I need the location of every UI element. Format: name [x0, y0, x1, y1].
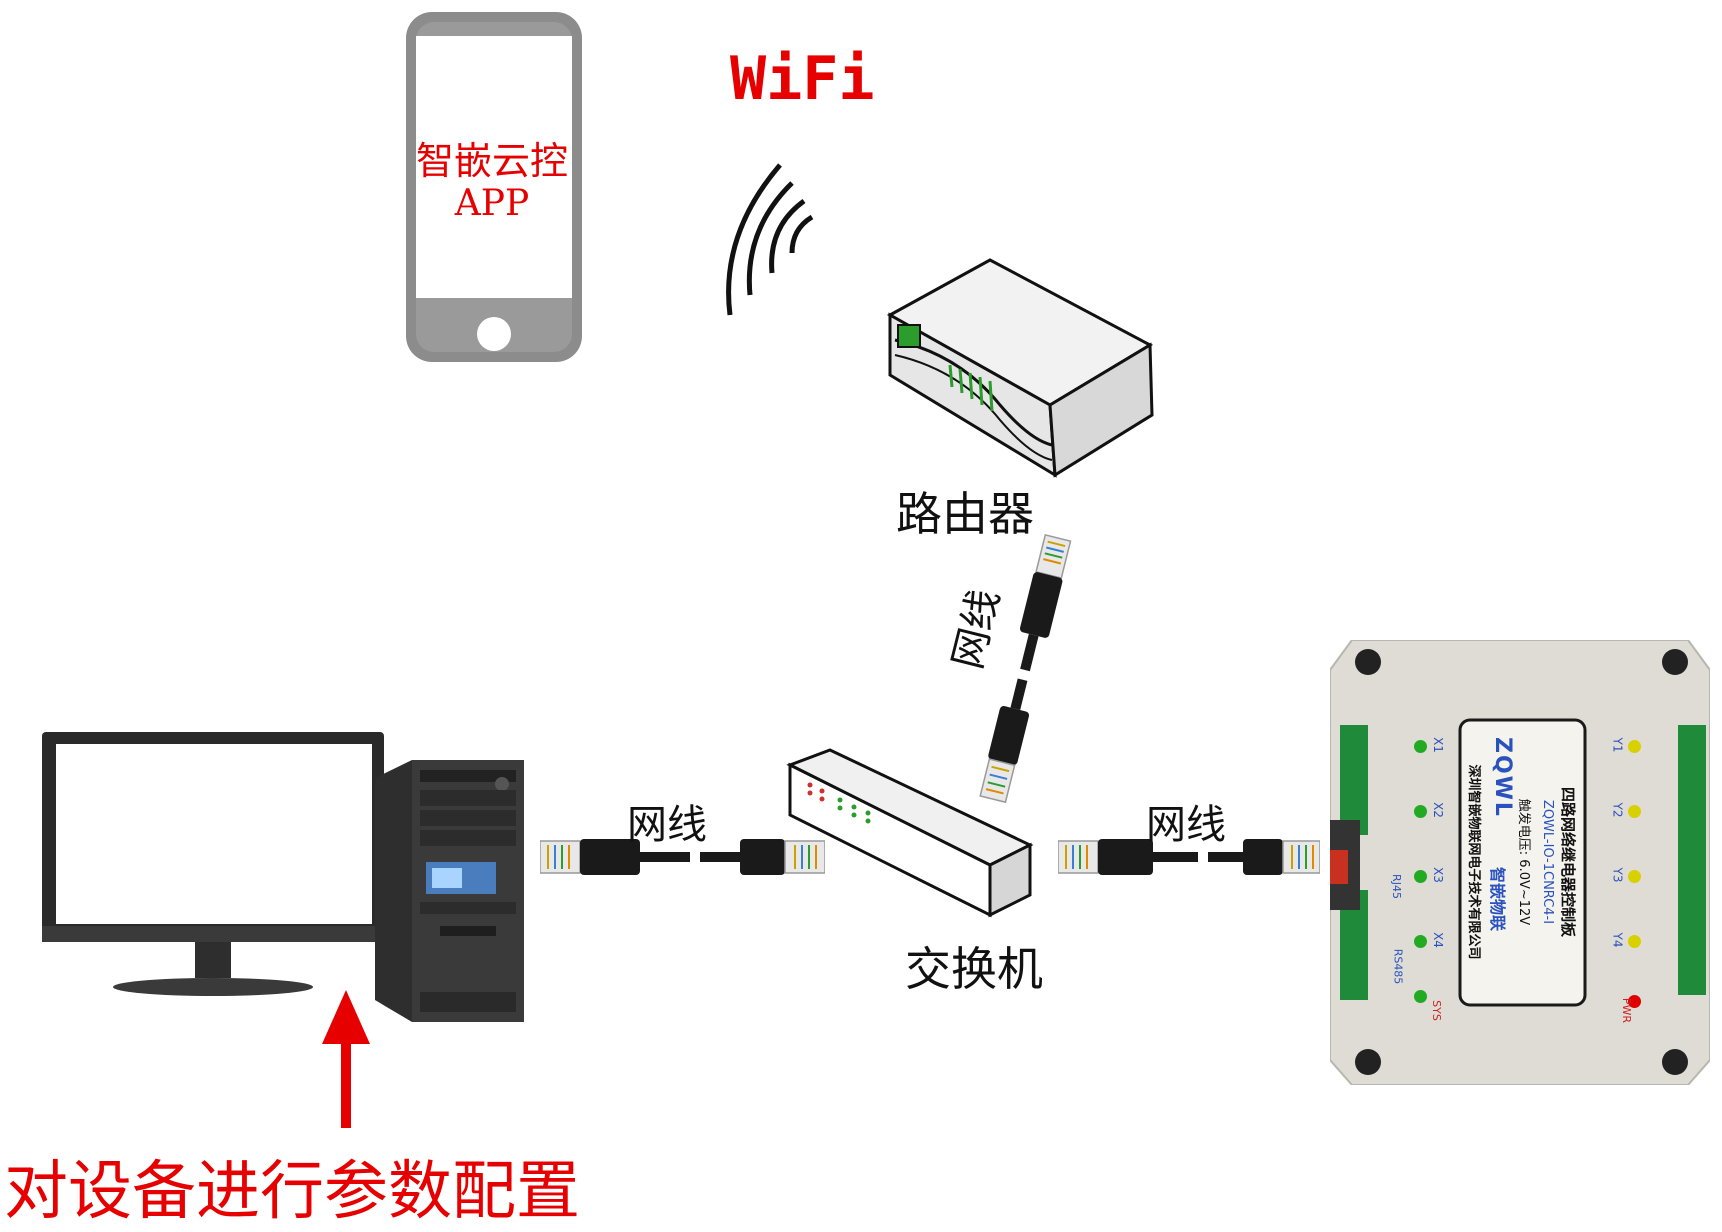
input-led-x3 — [1414, 870, 1427, 883]
output-label-y1: Y1 — [1610, 737, 1625, 753]
port-label-rj45: RJ45 — [1389, 874, 1403, 899]
output-led-y3 — [1628, 870, 1641, 883]
input-led-x1 — [1414, 740, 1427, 753]
board-company: 深圳智嵌物联网电子技术有限公司 — [1466, 764, 1481, 960]
switch-label: 交换机 — [905, 942, 1043, 996]
arrow-up-icon — [322, 990, 370, 1128]
cable-label-left: 网线 — [627, 802, 707, 848]
port-label-rs485: RS485 — [1391, 948, 1405, 985]
output-led-y2 — [1628, 805, 1641, 818]
pwr-label: PWR — [1620, 997, 1634, 1024]
board-brand-logo: ZQWL — [1490, 737, 1515, 818]
caption-configure: 对设备进行参数配置 — [4, 1155, 580, 1229]
output-led-y1 — [1628, 740, 1641, 753]
sys-led — [1414, 990, 1427, 1003]
switch-port-leds — [807, 782, 825, 802]
cable-label-right: 网线 — [1146, 802, 1226, 848]
cable-router-switch — [979, 533, 1072, 804]
board-enclosure — [1330, 640, 1710, 1085]
output-label-y3: Y3 — [1610, 867, 1625, 883]
router-label: 路由器 — [896, 487, 1034, 541]
switch-icon — [786, 748, 1034, 918]
sys-label: SYS — [1429, 1000, 1443, 1021]
board-model: ZQWL-IO-1CNRC4-I — [1540, 799, 1555, 925]
input-label-x2: X2 — [1430, 802, 1445, 818]
board-brand-cn: 智嵌物联 — [1488, 867, 1507, 932]
cable-switch-device — [1058, 839, 1320, 875]
smartphone — [406, 12, 582, 362]
board-title: 四路网络继电器控制板 — [1559, 786, 1577, 937]
cable-pc-switch — [540, 839, 825, 875]
phone-app-suffix: APP — [454, 183, 530, 224]
board-label-panel: 四路网络继电器控制板 ZQWL-IO-1CNRC4-I 触发电压: 6.0V~1… — [1463, 727, 1583, 997]
phone-app-name: 智嵌云控 — [415, 139, 568, 183]
wifi-signal-icon — [726, 163, 814, 316]
desktop-computer-icon — [42, 732, 524, 1022]
input-label-x4: X4 — [1430, 932, 1445, 948]
home-button-icon — [477, 317, 511, 351]
wifi-label: WiFi — [730, 44, 875, 114]
board-voltage: 触发电压: 6.0V~12V — [1516, 798, 1531, 926]
output-label-y2: Y2 — [1610, 802, 1625, 818]
input-label-x3: X3 — [1430, 867, 1445, 883]
relay-control-board: X1 X2 X3 X4 Y1 Y2 Y3 Y4 RJ45 RS485 SYS P… — [1330, 640, 1710, 1085]
router-icon — [886, 258, 1154, 478]
input-label-x1: X1 — [1430, 737, 1445, 753]
input-led-x2 — [1414, 805, 1427, 818]
pwr-led — [1628, 995, 1641, 1008]
output-led-y4 — [1628, 935, 1641, 948]
output-label-y4: Y4 — [1610, 932, 1625, 948]
input-led-x4 — [1414, 935, 1427, 948]
